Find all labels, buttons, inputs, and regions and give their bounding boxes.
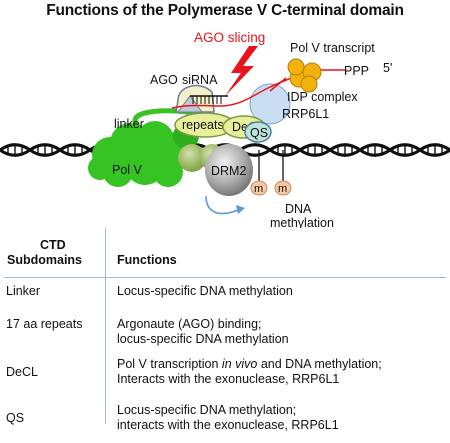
rrp6l1-protein (249, 83, 291, 125)
qs-label: QS (250, 126, 268, 140)
table-row-subdomain: QS (6, 411, 25, 425)
idp-complex (287, 58, 322, 93)
table-row-function: Argonaute (AGO) binding; (117, 317, 262, 331)
ago-lobe (177, 95, 203, 113)
drm2-protein (205, 144, 253, 196)
idp-complex-label: IDP complex (287, 90, 358, 104)
ppp-label: PPP (344, 64, 369, 78)
figure-title: Functions of the Polymerase V C-terminal… (46, 2, 404, 19)
ago-label: AGO (150, 73, 178, 87)
methylation-arrow (205, 195, 239, 215)
ago-slicing-lightning-icon (225, 46, 258, 96)
svg-text:m: m (278, 183, 287, 195)
pol-v-ctd-diagram: Pol V linker RRP6L1 repeats DeCL QS AGO … (0, 30, 450, 228)
svg-text:m: m (254, 183, 263, 195)
table-column-divider (105, 228, 106, 424)
table-row-function: locus-specific DNA methylation (117, 332, 289, 346)
table-row-function: Interacts with the exonuclease, RRP6L1 (117, 372, 340, 386)
table-header-subdomains: Subdomains (7, 253, 83, 267)
drm2-label: DRM2 (211, 164, 246, 178)
pol-v-label: Pol V (112, 163, 143, 177)
table-row-subdomain: 17 aa repeats (6, 317, 83, 331)
table-header-divider (4, 277, 446, 278)
table-row-function: Pol V transcription in vivo and DNA meth… (117, 357, 382, 371)
ctd-base-blob (178, 144, 206, 172)
sirna-duplex (190, 95, 228, 104)
table-row-function: Locus-specific DNA methylation; (117, 403, 297, 417)
arrowhead-icon (236, 205, 245, 214)
table-row-subdomain: DeCL (6, 365, 38, 379)
ago-slicing-label: AGO slicing (194, 30, 265, 45)
transcript-branch (269, 77, 287, 92)
linker-label: linker (114, 117, 144, 131)
table-row-subdomain: Linker (6, 284, 41, 298)
dna-methylation-label: methylation (270, 216, 334, 228)
methyl-mark: m (274, 150, 292, 196)
sirna-label: siRNA (182, 73, 218, 87)
table-row-function: interacts with the exonuclease, RRP6L1 (117, 418, 339, 432)
repeats-label: repeats (182, 118, 224, 132)
pol-v-transcript-label: Pol V transcript (290, 41, 375, 55)
rrp6l1-label: RRP6L1 (282, 107, 329, 121)
table-header-ctd: CTD (40, 238, 66, 252)
table-row-function: Locus-specific DNA methylation (117, 284, 293, 298)
table-header-functions: Functions (117, 253, 177, 267)
qs-domain (244, 121, 272, 143)
methyl-mark: m (250, 150, 268, 196)
dna-methylation-label: DNA (285, 202, 312, 216)
five-prime-label: 5' (383, 61, 392, 75)
